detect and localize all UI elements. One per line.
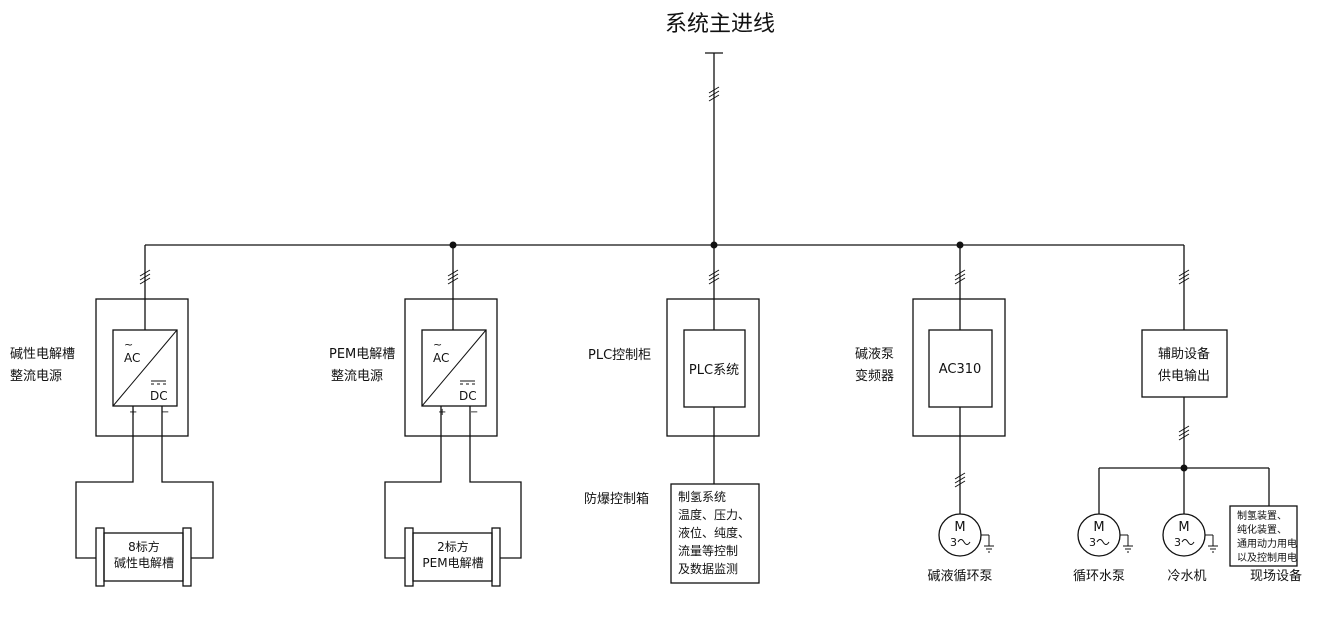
svg-text:M: M	[1178, 520, 1189, 535]
svg-text:AC: AC	[433, 351, 449, 365]
explosion-proof-box	[670, 483, 760, 584]
three-phase-mark	[1178, 425, 1190, 441]
svg-text:辅助设备: 辅助设备	[1158, 346, 1210, 362]
branch-vfd: AC310 碱液泵 变频器 M 3 碱液循环泵	[855, 245, 1006, 584]
branch-auxiliary: 辅助设备 供电输出 M 3 循环水泵 M 3	[1073, 245, 1302, 584]
three-phase-mark	[1178, 269, 1190, 285]
alkaline-rectifier-label: 碱性电解槽	[10, 347, 75, 362]
plc-cabinet	[666, 298, 760, 437]
svg-text:以及控制用电: 以及控制用电	[1237, 551, 1297, 564]
svg-text:−: −	[470, 407, 478, 418]
vfd-cabinet	[912, 298, 1006, 437]
site-equipment-box	[1229, 505, 1298, 567]
svg-text:AC: AC	[124, 351, 140, 365]
svg-text:M: M	[954, 520, 965, 535]
svg-text:温度、压力、: 温度、压力、	[678, 507, 750, 522]
svg-text:及数据监测: 及数据监测	[678, 561, 738, 576]
svg-text:2标方: 2标方	[437, 539, 469, 554]
svg-text:整流电源: 整流电源	[331, 369, 383, 384]
svg-text:供电输出: 供电输出	[1158, 368, 1210, 384]
motor-icon: M 3	[938, 513, 994, 557]
plc-cabinet-label: PLC控制柜	[588, 348, 651, 363]
svg-text:+: +	[438, 407, 446, 418]
three-phase-mark	[954, 269, 966, 285]
svg-text:液位、纯度、: 液位、纯度、	[678, 525, 750, 540]
svg-text:制氢系统: 制氢系统	[678, 489, 726, 504]
pem-rectifier-label: PEM电解槽	[329, 347, 395, 362]
motor-label: 循环水泵	[1073, 569, 1125, 584]
svg-text:制氢装置、: 制氢装置、	[1237, 509, 1287, 522]
explosion-proof-box-label: 防爆控制箱	[584, 491, 649, 507]
svg-text:3: 3	[1089, 536, 1096, 549]
three-phase-mark	[139, 269, 151, 285]
site-equipment-label: 现场设备	[1250, 568, 1302, 584]
motor-label: 碱液循环泵	[927, 569, 992, 584]
svg-text:8标方: 8标方	[128, 539, 160, 554]
three-phase-mark	[954, 472, 966, 488]
svg-text:PLC系统: PLC系统	[689, 363, 739, 378]
branch-alkaline-rectifier: ~ AC DC 碱性电解槽 整流电源 + − 8标方 碱性电解槽	[10, 245, 214, 587]
motor-icon: M 3	[1077, 513, 1133, 557]
svg-text:~: ~	[433, 338, 442, 351]
svg-text:整流电源: 整流电源	[10, 369, 62, 384]
electrolyzer-tank	[103, 532, 184, 582]
rectifier-cabinet	[404, 298, 498, 437]
motor-icon: M 3	[1162, 513, 1218, 557]
three-phase-mark	[708, 269, 720, 285]
svg-text:DC: DC	[150, 389, 168, 403]
svg-text:~: ~	[124, 338, 133, 351]
svg-text:PEM电解槽: PEM电解槽	[422, 556, 483, 570]
svg-text:AC310: AC310	[939, 362, 982, 377]
svg-text:3: 3	[1174, 536, 1181, 549]
rectifier-symbol	[112, 329, 178, 407]
rectifier-symbol	[421, 329, 487, 407]
svg-text:DC: DC	[459, 389, 477, 403]
svg-text:−: −	[161, 407, 169, 418]
diagram-title: 系统主进线	[665, 12, 775, 37]
three-phase-mark	[447, 269, 459, 285]
svg-text:流量等控制: 流量等控制	[678, 544, 738, 558]
svg-text:M: M	[1093, 520, 1104, 535]
svg-text:通用动力用电: 通用动力用电	[1237, 537, 1297, 550]
svg-text:纯化装置、: 纯化装置、	[1237, 523, 1287, 536]
svg-text:3: 3	[950, 536, 957, 549]
vfd-label: 碱液泵	[855, 347, 894, 362]
svg-text:碱性电解槽: 碱性电解槽	[114, 556, 174, 570]
branch-pem-rectifier: ~ AC DC PEM电解槽 整流电源 + − 2标方 PEM电解槽	[329, 245, 522, 587]
three-phase-mark	[708, 86, 720, 102]
svg-text:变频器: 变频器	[855, 368, 894, 384]
branch-plc-cabinet: PLC系统 PLC控制柜 防爆控制箱 制氢系统 温度、压力、 液位、纯度、 流量…	[584, 245, 760, 584]
aux-output-box	[1141, 329, 1228, 398]
rectifier-cabinet	[95, 298, 189, 437]
electrolyzer-tank	[412, 532, 493, 582]
motor-label: 冷水机	[1167, 569, 1206, 584]
